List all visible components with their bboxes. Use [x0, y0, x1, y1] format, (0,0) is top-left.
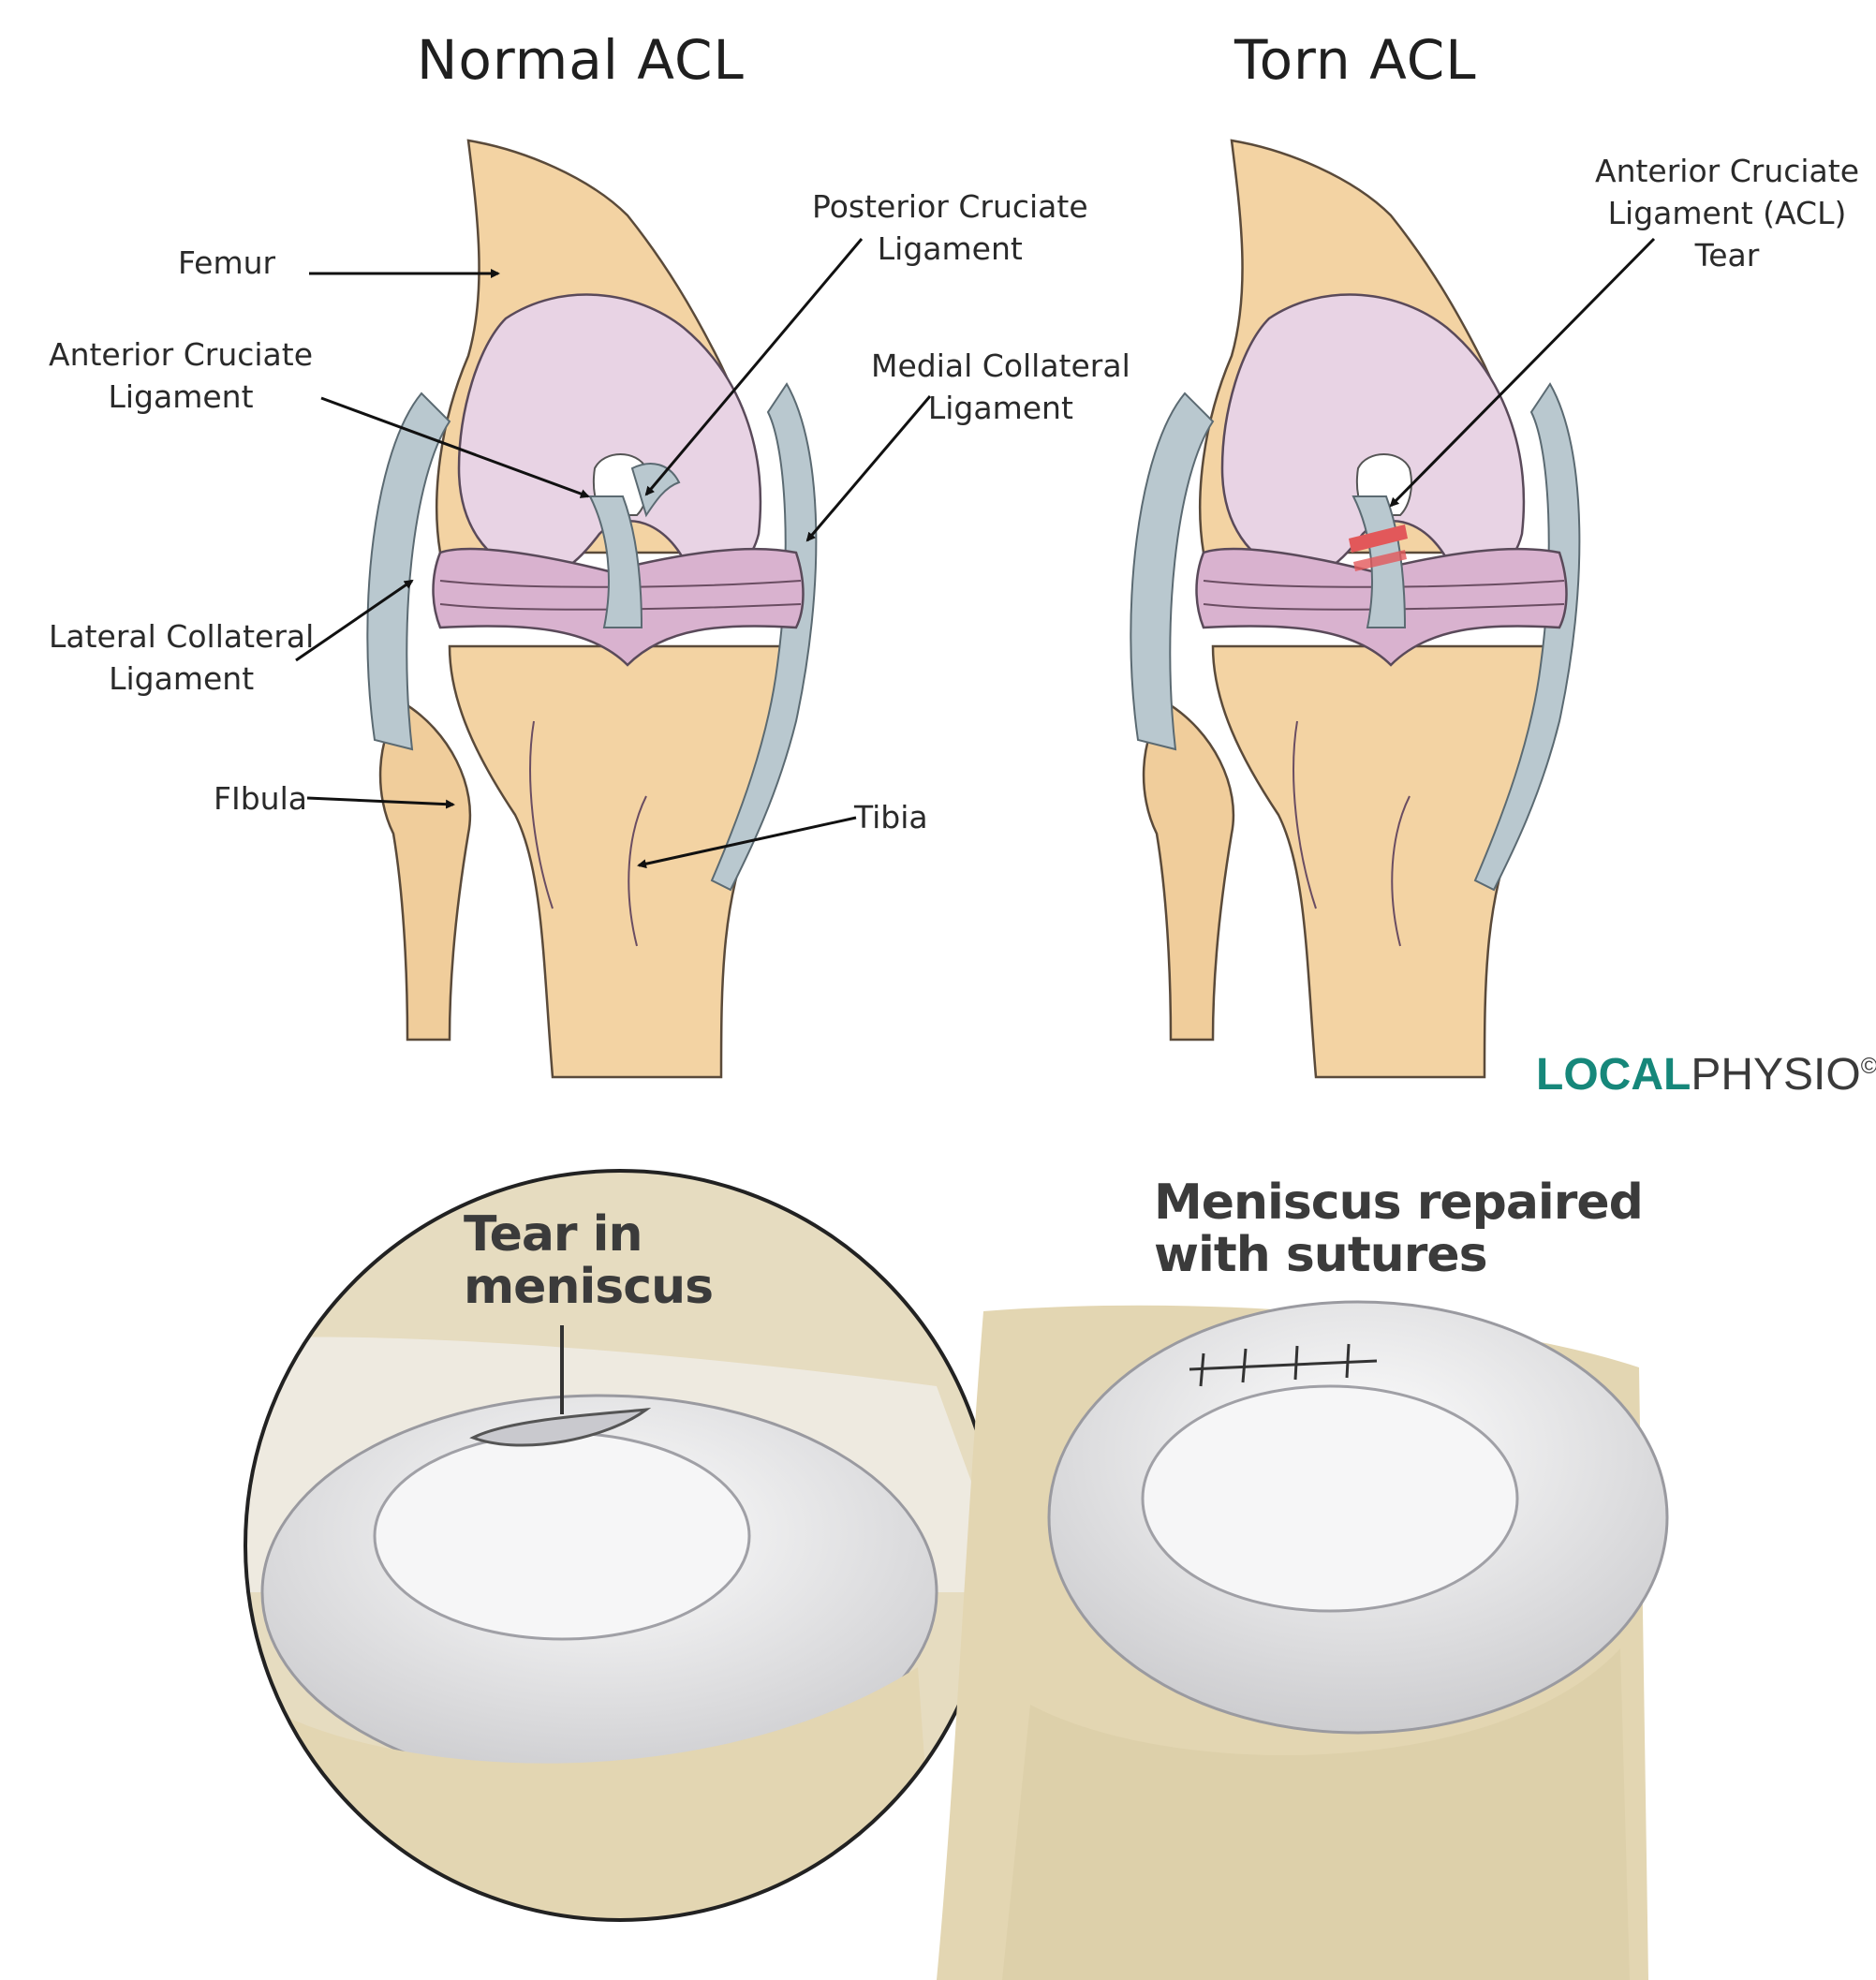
logo-copyright-mark: ©: [1861, 1054, 1876, 1079]
acl-tear-label: Anterior Cruciate Ligament (ACL) Tear: [1595, 150, 1859, 276]
local-physio-logo: LOCALPHYSIO©: [1536, 1049, 1876, 1101]
mcl-label: Medial Collateral Ligament: [871, 345, 1130, 429]
meniscus-tear-line2: meniscus: [464, 1261, 713, 1313]
acl-tear-label-line2: Ligament (ACL): [1595, 192, 1859, 234]
acl-label-line2: Ligament: [49, 376, 313, 418]
meniscus-repair-line2: with sutures: [1154, 1229, 1643, 1281]
meniscus-repair-illustration: [937, 1302, 1667, 1980]
pcl-label-line2: Ligament: [812, 228, 1088, 270]
meniscus-repair-label: Meniscus repaired with sutures: [1154, 1176, 1643, 1281]
lcl-label-line2: Ligament: [49, 658, 314, 700]
lcl-label-line1: Lateral Collateral: [49, 615, 314, 658]
fibula-label-text: FIbula: [214, 777, 307, 820]
mcl-label-line1: Medial Collateral: [871, 345, 1130, 387]
pcl-label-line1: Posterior Cruciate: [812, 185, 1088, 228]
tibia-label-text: Tibia: [854, 796, 928, 838]
acl-label-line1: Anterior Cruciate: [49, 333, 313, 376]
tibia-label: Tibia: [854, 796, 928, 838]
lcl-label: Lateral Collateral Ligament: [49, 615, 314, 700]
acl-label: Anterior Cruciate Ligament: [49, 333, 313, 418]
meniscus-tear-label: Tear in meniscus: [464, 1208, 713, 1313]
acl-tear-label-line1: Anterior Cruciate: [1595, 150, 1859, 192]
logo-accent-text: LOCAL: [1536, 1050, 1691, 1100]
meniscus-tear-line1: Tear in: [464, 1208, 713, 1261]
torn-knee-illustration: [1100, 140, 1625, 1124]
normal-knee-illustration: [337, 140, 862, 1124]
mcl-label-line2: Ligament: [871, 387, 1130, 429]
acl-tear-label-line3: Tear: [1595, 234, 1859, 276]
normal-acl-title: Normal ACL: [417, 28, 745, 92]
femur-label: Femur: [178, 242, 275, 284]
logo-rest-text: PHYSIO: [1691, 1050, 1860, 1100]
meniscus-repair-line1: Meniscus repaired: [1154, 1176, 1643, 1229]
pcl-label: Posterior Cruciate Ligament: [812, 185, 1088, 270]
torn-acl-title: Torn ACL: [1234, 28, 1477, 92]
femur-label-text: Femur: [178, 242, 275, 284]
fibula-label: FIbula: [214, 777, 307, 820]
